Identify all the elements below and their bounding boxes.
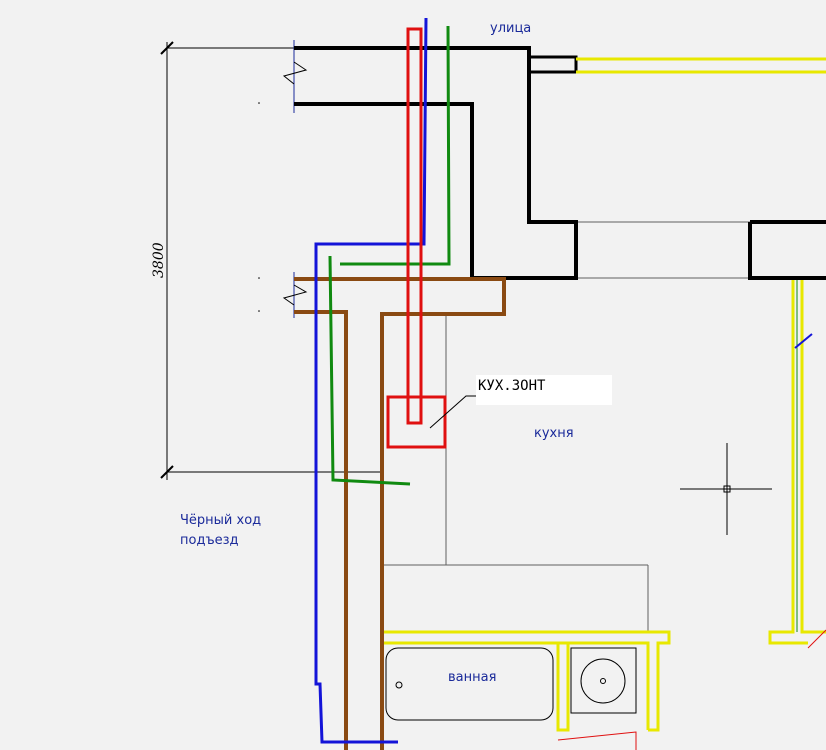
green-pipe-lower (328, 255, 411, 486)
back-entrance-label: Чёрный ход (180, 513, 261, 528)
red-corner (557, 629, 826, 750)
yellow-bath-partition (556, 643, 570, 732)
red-corner-line-2 (807, 629, 826, 649)
break-zigzag-bottom (282, 284, 308, 306)
new-walls (382, 57, 826, 732)
blue-pipe (314, 17, 428, 744)
dimension-tick-top (160, 41, 174, 55)
green-pipe (328, 25, 451, 486)
crosshair-cursor (680, 443, 772, 535)
brown-wall-kitchen (294, 277, 506, 750)
sink-bowl (580, 658, 626, 704)
sink-drain (600, 678, 606, 684)
bathroom-label: ванная (448, 670, 496, 685)
dimension-tick-bottom (160, 465, 174, 479)
street-label: улица (490, 21, 531, 36)
existing-walls (294, 46, 826, 280)
right-wall-block (748, 222, 826, 280)
blue-tick-mark (794, 333, 813, 349)
yellow-right-wall-right (800, 280, 826, 634)
thin-lines (382, 221, 826, 632)
dot-1 (258, 102, 260, 104)
dimension-label: 3800 (151, 242, 167, 278)
red-corner-line-1 (557, 731, 637, 750)
dot-3 (258, 310, 260, 312)
yellow-bath-wall-outer (382, 630, 671, 732)
kitchen-label: кухня (534, 426, 574, 441)
outer-wall (294, 46, 578, 280)
hood-leader-line (429, 395, 476, 429)
kitchen-hood-box (386, 395, 447, 449)
sink-cabinet (570, 647, 637, 714)
wall-opening (527, 55, 578, 74)
crosshair-box (723, 485, 731, 493)
stairwell-label: подъезд (180, 533, 239, 548)
hood-label-box (476, 375, 612, 405)
bath-fixtures (385, 647, 637, 721)
break-zigzag-top (282, 61, 308, 85)
brown-walls (294, 277, 506, 750)
brown-wall-corridor (294, 310, 348, 750)
bathtub-drain (395, 681, 403, 689)
hood-label: КУХ.ЗОНТ (478, 378, 546, 394)
dot-2 (258, 277, 260, 279)
yellow-right-wall-left (768, 280, 808, 645)
exhaust-duct (386, 27, 447, 449)
green-pipe-upper (340, 25, 451, 266)
red-duct (406, 27, 423, 425)
yellow-bath-wall-inner (382, 641, 650, 730)
bathtub (385, 647, 554, 721)
break-symbols (282, 40, 308, 318)
